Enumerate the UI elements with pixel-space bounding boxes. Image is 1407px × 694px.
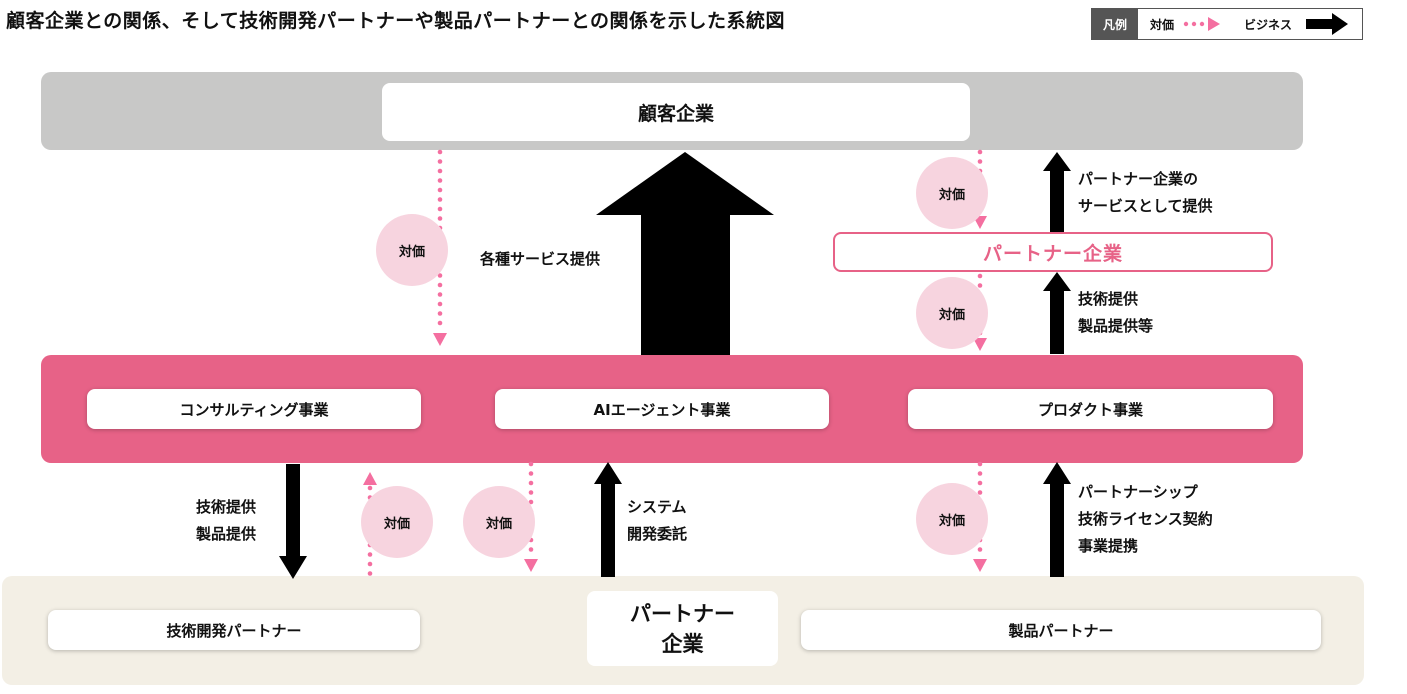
payment-dot [437, 197, 443, 202]
payment-dot [528, 480, 534, 486]
block-arrow-icon [1306, 13, 1349, 35]
payment-circle: 対価 [916, 157, 988, 229]
payment-arrowhead [363, 472, 377, 485]
payment-circle: 対価 [361, 486, 433, 558]
payment-dot [437, 292, 443, 297]
diagram-title: 顧客企業との関係、そして技術開発パートナーや製品パートナーとの関係を示した系統図 [6, 10, 786, 32]
payment-dot [528, 490, 534, 495]
ai-agent-node: AIエージェント事業 [495, 389, 829, 429]
payment-dot [437, 178, 443, 183]
label-line: 技術提供 [1078, 290, 1139, 308]
payment-dot [437, 159, 443, 164]
payment-dot [437, 206, 443, 212]
label-line: パートナーシップ [1078, 483, 1198, 501]
partner-center-line2: 企業 [661, 631, 704, 656]
product-node: プロダクト事業 [908, 389, 1273, 429]
payment-dot [367, 485, 373, 491]
payment-label: 対価 [398, 244, 425, 260]
consulting-node: コンサルティング事業 [87, 389, 421, 429]
payment-dot [977, 471, 983, 476]
partner-center-node: パートナー 企業 [587, 591, 778, 666]
payment-dot [437, 273, 443, 278]
payment-dot [977, 159, 983, 164]
legend-item-business: ビジネス [1244, 13, 1352, 35]
payment-dot [528, 461, 534, 467]
payment-dot [367, 571, 373, 576]
legend: 凡例 対価 ビジネス [1091, 8, 1363, 40]
label-line: 事業提携 [1078, 537, 1139, 555]
tech-provision-label: 技術提供 製品提供等 [1078, 286, 1153, 340]
tech-partner-node: 技術開発パートナー [48, 610, 420, 650]
payment-dot [528, 547, 534, 552]
payment-circle: 対価 [463, 486, 535, 558]
payment-dot [437, 216, 443, 221]
legend-payment-label: 対価 [1150, 17, 1175, 32]
legend-tag: 凡例 [1092, 9, 1138, 39]
payment-circle: 対価 [916, 277, 988, 349]
payment-label: 対価 [938, 307, 965, 323]
payment-dot [367, 552, 373, 557]
partner-center-line1: パートナー [630, 601, 735, 626]
partner-service-label: パートナー企業の サービスとして提供 [1078, 166, 1213, 220]
payment-arrowhead [973, 338, 987, 351]
label-line: 製品提供等 [1078, 317, 1154, 335]
label-line: パートナー企業の [1078, 170, 1199, 188]
legend-business-label: ビジネス [1244, 17, 1293, 32]
legend-item-payment: 対価 [1150, 16, 1232, 33]
payment-label: 対価 [938, 187, 965, 203]
payment-circle: 対価 [376, 214, 448, 286]
partner-service-arrow [1043, 152, 1071, 232]
payment-circle: 対価 [916, 483, 988, 555]
payment-dot [437, 320, 443, 326]
label-line: 開発委託 [627, 525, 688, 543]
tech-provision-arrow [1043, 272, 1071, 354]
label-line: 技術提供 [196, 498, 257, 516]
payment-arrowhead [524, 559, 538, 572]
payment-dot [437, 282, 443, 288]
customer-node: 顧客企業 [382, 83, 970, 141]
payment-dot [977, 490, 983, 495]
payment-dot [977, 283, 983, 288]
consulting-to-tech-label: 技術提供 製品提供 [196, 494, 256, 548]
payment-arrowhead [973, 559, 987, 572]
payment-dot [437, 168, 443, 174]
label-line: 技術ライセンス契約 [1078, 510, 1213, 528]
payment-dot [437, 311, 443, 316]
product-partnership-arrow [1043, 462, 1071, 577]
label-line: 製品提供 [196, 525, 257, 543]
payment-dot [977, 273, 983, 279]
services-label: 各種サービス提供 [480, 250, 601, 268]
payment-dot [367, 561, 373, 567]
payment-dot [437, 149, 443, 155]
payment-dot [977, 547, 983, 552]
label-line: サービスとして提供 [1078, 197, 1213, 215]
payment-arrowhead [433, 333, 447, 346]
label-line: システム [627, 498, 687, 516]
dotted-arrow-icon [1183, 17, 1221, 31]
product-partnership-label: パートナーシップ 技術ライセンス契約 事業提携 [1078, 479, 1213, 560]
payment-dot [437, 187, 443, 193]
payment-dot [437, 301, 443, 307]
payment-label: 対価 [383, 516, 410, 532]
product-partner-node: 製品パートナー [801, 610, 1321, 650]
payment-label: 対価 [938, 513, 965, 529]
payment-dot [977, 461, 983, 467]
payment-label: 対価 [485, 516, 512, 532]
partner-company-node: パートナー企業 [833, 232, 1273, 272]
payment-dot [977, 480, 983, 486]
payment-dot [528, 471, 534, 476]
services-arrow [596, 152, 774, 355]
consulting-to-tech-arrow [279, 464, 307, 579]
system-dev-label: システム 開発委託 [627, 494, 687, 548]
payment-dot [977, 149, 983, 155]
system-dev-arrow [594, 462, 622, 577]
